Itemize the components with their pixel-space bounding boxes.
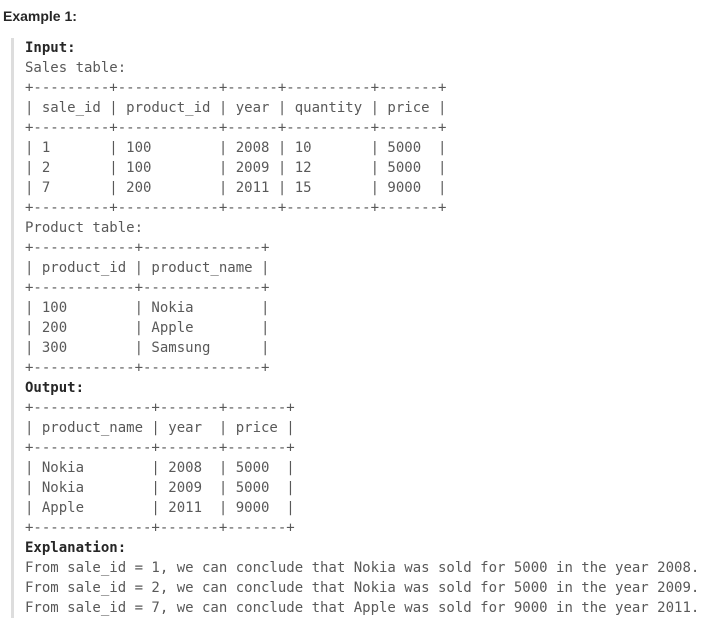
output-label: Output:: [25, 380, 85, 396]
example-section: Example 1: Input: Sales table: +---------+…: [3, 8, 728, 618]
example-title: Example 1:: [3, 8, 77, 24]
product-table-label: Product table:: [25, 220, 144, 236]
explanation-label: Explanation:: [25, 540, 127, 556]
sales-table-label: Sales table:: [25, 60, 127, 76]
product-ascii-table: +------------+--------------+ | product_…: [25, 240, 270, 376]
explanation-lines: From sale_id = 1, we can conclude that N…: [25, 560, 700, 616]
example-code-block: Input: Sales table: +---------+-----------…: [11, 38, 728, 618]
input-label: Input:: [25, 40, 76, 56]
sales-ascii-table: +---------+------------+------+---------…: [25, 80, 447, 216]
output-ascii-table: +--------------+-------+-------+ | produ…: [25, 400, 295, 536]
